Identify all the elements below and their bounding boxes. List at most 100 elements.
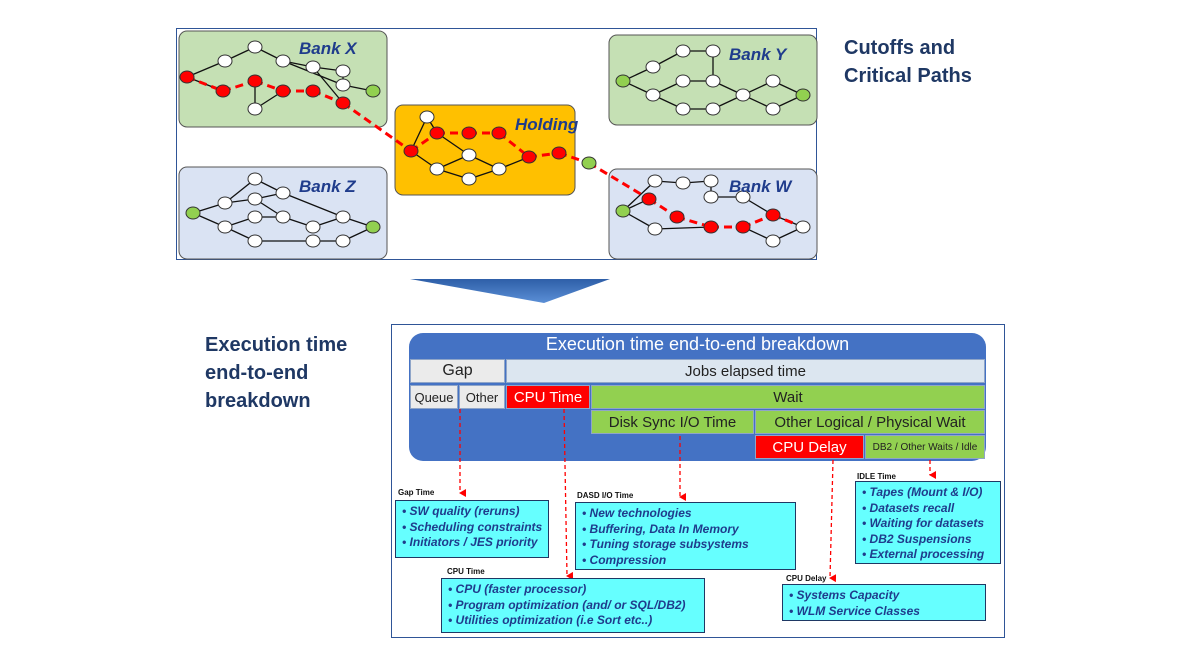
endpoint-node (365, 84, 381, 98)
job-node (705, 102, 721, 116)
job-node (275, 54, 291, 68)
cutoffs-title-line1: Cutoffs and (844, 37, 956, 59)
dasd-item: • Compression (582, 552, 667, 567)
job-node (247, 192, 263, 206)
job-node (705, 44, 721, 58)
critical-node (641, 192, 657, 206)
endpoint-node (185, 206, 201, 220)
critical-node (521, 150, 537, 164)
critical-path-diagram: Bank X Bank Y Bank Z Bank W Holding (176, 28, 818, 260)
job-node (305, 220, 321, 234)
job-node (305, 60, 321, 74)
down-arrow-icon (410, 279, 610, 303)
execution-title-line1: Execution time (205, 334, 348, 356)
job-node (675, 44, 691, 58)
critical-node (491, 126, 507, 140)
breakdown-header: Execution time end-to-end breakdown (545, 334, 850, 354)
disk-sync-cell: Disk Sync I/O Time (591, 410, 754, 434)
graph-edge (282, 192, 344, 218)
job-node (335, 64, 351, 78)
wait-cell: Wait (591, 385, 985, 409)
job-node (735, 88, 751, 102)
job-node (247, 210, 263, 224)
execution-title: Execution time end-to-end breakdown (205, 331, 347, 415)
cpu-time-box: • CPU (faster processor) • Program optim… (441, 578, 705, 633)
critical-node (335, 96, 351, 110)
critical-path-link (588, 161, 650, 201)
job-node (735, 190, 751, 204)
gap-item: • Initiators / JES priority (402, 535, 538, 549)
job-node (795, 220, 811, 234)
endpoint-node (615, 74, 631, 88)
bank-x-label: Bank X (299, 39, 357, 58)
job-node (491, 162, 507, 176)
job-node (703, 190, 719, 204)
idle-item: • DB2 Suspensions (862, 531, 972, 546)
job-node (647, 174, 663, 188)
critical-path-graph (178, 30, 818, 260)
job-node (275, 186, 291, 200)
cutoffs-title-line2: Critical Paths (844, 65, 972, 87)
job-node (645, 60, 661, 74)
job-node (217, 196, 233, 210)
job-node (247, 172, 263, 186)
dasd-item: • Buffering, Data In Memory (582, 521, 739, 536)
dasd-item: • Tuning storage subsystems (582, 537, 749, 551)
graph-edge (654, 226, 712, 230)
idle-item: • Tapes (Mount & I/O) (862, 485, 983, 499)
job-node (335, 210, 351, 224)
breakdown-frame (391, 324, 1005, 638)
cpu-time-cell: CPU Time (506, 385, 590, 409)
job-node (275, 210, 291, 224)
critical-node (551, 146, 567, 160)
jobs-elapsed-cell: Jobs elapsed time (506, 359, 985, 383)
job-node (461, 172, 477, 186)
job-node (217, 220, 233, 234)
execution-title-line3: breakdown (205, 390, 311, 412)
dasd-item: • New technologies (582, 506, 692, 520)
cpu-time-item: • Utilities optimization (i.e Sort etc..… (448, 613, 653, 627)
job-node (247, 40, 263, 54)
db2-waits-cell: DB2 / Other Waits / Idle (865, 435, 985, 459)
queue-cell: Queue (410, 385, 458, 409)
graph-edge (312, 66, 344, 104)
critical-node (275, 84, 291, 98)
execution-title-line2: end-to-end (205, 362, 309, 384)
bank-w-panel (608, 168, 818, 260)
dasd-caption: DASD I/O Time (577, 491, 634, 500)
critical-node (305, 84, 321, 98)
job-node (675, 74, 691, 88)
job-node (705, 74, 721, 88)
job-node (675, 102, 691, 116)
endpoint-node (615, 204, 631, 218)
endpoint-node (365, 220, 381, 234)
job-node (419, 110, 435, 124)
critical-node (403, 144, 419, 158)
gap-time-box: • SW quality (reruns) • Scheduling const… (395, 500, 549, 558)
idle-item: • External processing (862, 547, 985, 561)
idle-box: • Tapes (Mount & I/O) • Datasets recall … (855, 481, 1001, 564)
gap-item: • SW quality (reruns) (402, 504, 520, 518)
job-node (247, 102, 263, 116)
critical-node (247, 74, 263, 88)
critical-node (179, 70, 195, 84)
idle-item: • Waiting for datasets (862, 516, 984, 530)
bank-z-label: Bank Z (299, 177, 356, 196)
job-node (247, 234, 263, 248)
critical-node (765, 208, 781, 222)
cpu-delay-cell: CPU Delay (755, 435, 864, 459)
endpoint-node (795, 88, 811, 102)
job-node (335, 234, 351, 248)
cpu-delay-box: • Systems Capacity • WLM Service Classes (782, 584, 986, 621)
other-cell: Other (459, 385, 505, 409)
job-node (429, 162, 445, 176)
cpu-time-item: • CPU (faster processor) (448, 582, 587, 596)
endpoint-node (581, 156, 597, 170)
job-node (703, 174, 719, 188)
cpu-time-caption: CPU Time (447, 567, 485, 576)
job-node (765, 234, 781, 248)
idle-item: • Datasets recall (862, 500, 955, 515)
job-node (217, 54, 233, 68)
critical-node (429, 126, 445, 140)
cpu-time-item: • Program optimization (and/ or SQL/DB2) (448, 597, 686, 612)
